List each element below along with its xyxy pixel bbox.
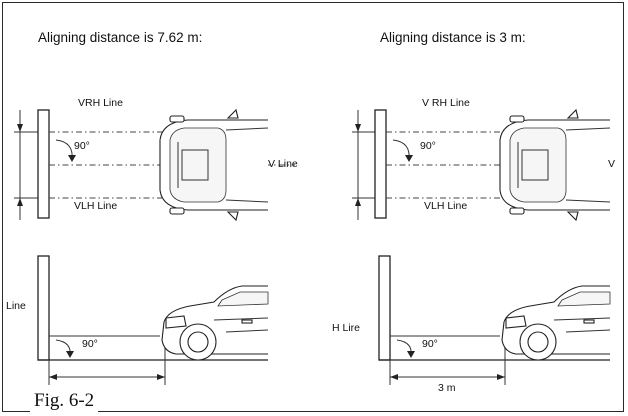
right-panel-title: Aligning distance is 3 m:: [380, 30, 526, 45]
left-top-angle-label: 90°: [74, 140, 90, 152]
left-side-view: [37, 255, 269, 385]
left-side-screen-board: [37, 255, 50, 361]
left-top-screen-board: [37, 109, 50, 219]
right-side-view: [378, 255, 611, 385]
left-top-angle-arrow: [68, 155, 76, 162]
left-dist-arrow-right: [157, 374, 165, 380]
left-v-line-label: V Line: [268, 158, 298, 170]
right-h-line-label: H Lire: [332, 322, 361, 334]
left-side-angle-arrow: [66, 351, 74, 358]
right-side-angle-arrow: [407, 351, 415, 358]
left-top-view: [14, 108, 295, 222]
right-side-angle-label: 90°: [422, 338, 438, 350]
right-top-screen-board: [374, 109, 387, 219]
figure-caption: Fig. 6-2: [30, 390, 99, 412]
left-vrh-line-label: VRH Line: [78, 97, 123, 109]
right-vlh-line-label: VLH Line: [424, 200, 468, 212]
right-car-side-view: [501, 285, 611, 361]
left-car-side-view: [161, 285, 269, 361]
right-distance-label: 3 m: [438, 382, 456, 394]
right-top-angle-arrow: [405, 155, 413, 162]
left-top-dim-arrow-lower: [17, 198, 23, 206]
left-panel-title: Aligning distance is 7.62 m:: [38, 30, 203, 45]
right-vrh-line-label: V RH Line: [422, 97, 470, 109]
right-car-top-view: [499, 108, 611, 222]
right-top-dim-arrow-lower: [355, 198, 361, 206]
right-side-screen-board: [378, 255, 391, 361]
left-car-top-view: [159, 108, 269, 222]
left-vlh-line-label: VLH Line: [74, 200, 118, 212]
right-v-line-label: V: [608, 158, 616, 170]
left-top-dim-arrow-upper: [17, 124, 23, 132]
left-side-angle-label: 90°: [82, 338, 98, 350]
right-dist-arrow-left: [390, 374, 398, 380]
left-dist-arrow-left: [49, 374, 57, 380]
right-top-angle-label: 90°: [420, 140, 436, 152]
right-top-dim-arrow-upper: [355, 124, 361, 132]
right-top-view: [352, 108, 611, 222]
right-dist-arrow-right: [497, 374, 505, 380]
left-h-line-label: Line: [6, 300, 26, 312]
